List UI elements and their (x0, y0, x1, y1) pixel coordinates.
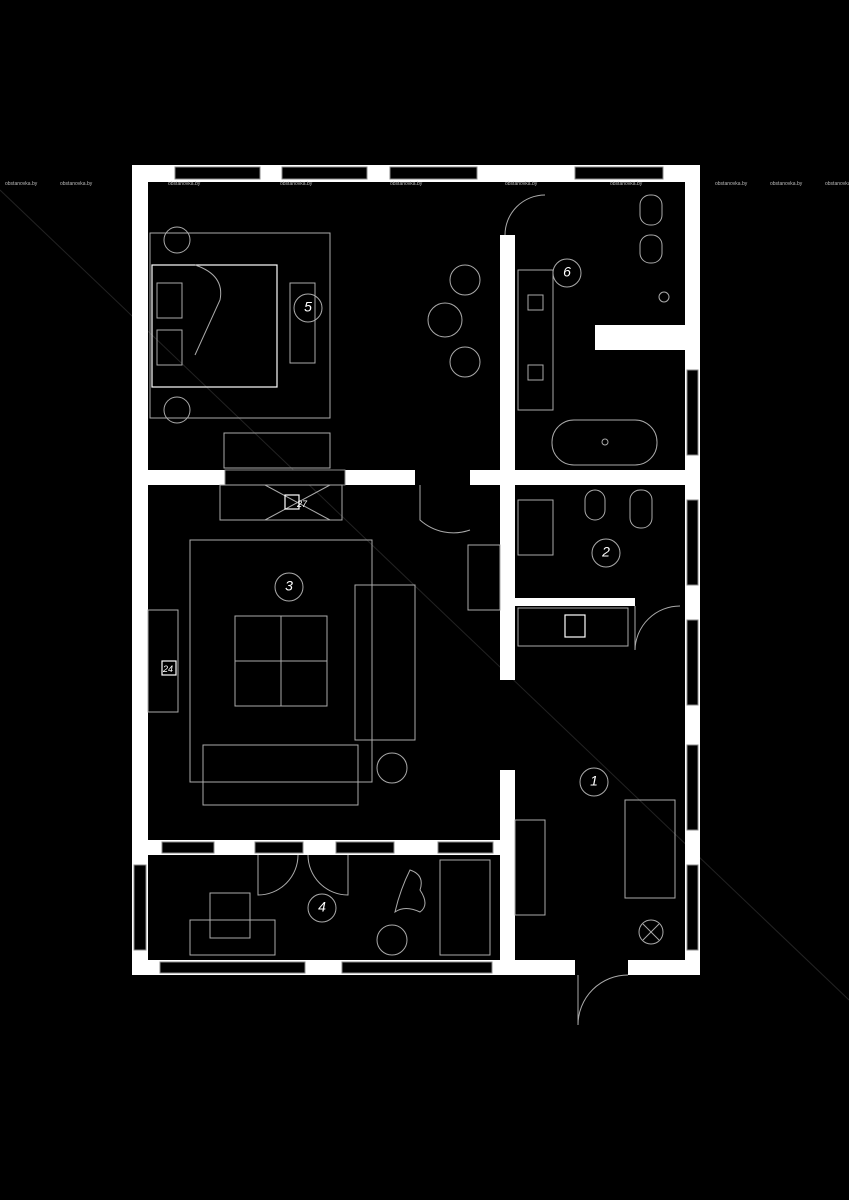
svg-text:obstanovka.by: obstanovka.by (390, 181, 423, 187)
room-label-4: 4 (307, 893, 337, 923)
windows (133, 166, 699, 974)
svg-text:obstanovka.by: obstanovka.by (770, 181, 803, 187)
svg-text:4: 4 (318, 899, 326, 915)
hall-furniture (514, 799, 676, 1026)
svg-text:obstanovka.by: obstanovka.by (610, 181, 643, 187)
svg-text:obstanovka.by: obstanovka.by (5, 181, 38, 187)
room-label-1: 1 (579, 767, 609, 797)
room-label-3: 3 (274, 572, 304, 602)
room-4-furniture (189, 854, 491, 956)
living-room-furniture (147, 484, 501, 806)
room-label-6: 6 (552, 258, 582, 288)
room-label-2: 2 (591, 538, 621, 568)
room-label-5: 5 (293, 293, 323, 323)
svg-text:2: 2 (601, 544, 610, 560)
bedroom-furniture (149, 226, 554, 469)
svg-text:obstanovka.by: obstanovka.by (280, 181, 313, 187)
svg-text:obstanovka.by: obstanovka.by (168, 181, 201, 187)
bathroom-6-fixtures (551, 194, 670, 466)
walls (132, 165, 700, 975)
svg-text:obstanovka.by: obstanovka.by (715, 181, 748, 187)
watermark-row: obstanovka.by obstanovka.by obstanovka.b… (5, 181, 849, 187)
svg-text:obstanovka.by: obstanovka.by (505, 181, 538, 187)
svg-text:6: 6 (563, 264, 571, 280)
diagonal-guide (0, 189, 849, 1001)
furniture-tag-27: 27 (296, 499, 308, 509)
svg-text:5: 5 (304, 299, 312, 315)
svg-text:1: 1 (590, 773, 598, 789)
bathroom-2-fixtures (517, 489, 653, 647)
svg-text:obstanovka.by: obstanovka.by (60, 181, 93, 187)
doors (419, 194, 681, 651)
svg-text:obstanovka.by: obstanovka.by (825, 181, 849, 187)
furniture-tag-24: 24 (162, 664, 173, 674)
svg-text:3: 3 (285, 578, 293, 594)
